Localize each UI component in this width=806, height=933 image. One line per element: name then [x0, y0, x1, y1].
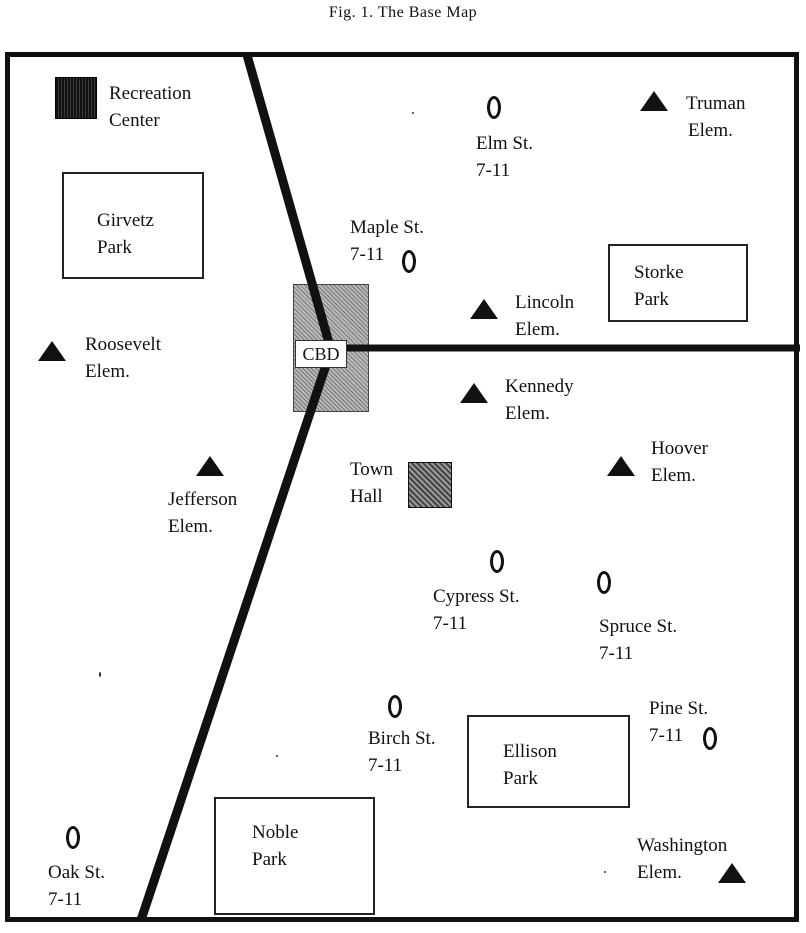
map-frame — [5, 52, 799, 922]
store-elm-label: Elm St.7-11 — [476, 133, 534, 181]
store-oak-icon — [66, 826, 80, 849]
store-spruce-label: Spruce St.7-11 — [599, 616, 678, 664]
speck — [412, 112, 414, 114]
store-birch-icon — [388, 695, 402, 718]
school-kennedy-icon — [460, 383, 488, 403]
cbd-label: CBD — [295, 340, 347, 368]
speck — [604, 871, 606, 873]
school-truman-icon — [640, 91, 668, 111]
store-cypress-icon — [490, 550, 504, 573]
road-south-diagonal — [136, 348, 336, 922]
store-maple-icon — [402, 250, 416, 273]
store-cypress-label: Cypress St.7-11 — [433, 586, 520, 634]
figure-caption: Fig. 1. The Base Map — [328, 4, 478, 21]
store-birch-label: Birch St.7-11 — [368, 728, 436, 776]
speck — [99, 672, 101, 677]
store-pine-icon — [703, 727, 717, 750]
recreation-center-icon — [55, 77, 97, 119]
school-hoover-icon — [607, 456, 635, 476]
store-elm-icon — [487, 96, 501, 119]
school-washington-icon — [718, 863, 746, 883]
road-north-diagonal — [242, 53, 336, 352]
store-spruce-icon — [597, 571, 611, 594]
store-oak-label: Oak St.7-11 — [48, 862, 105, 910]
school-roosevelt-icon — [38, 341, 66, 361]
town-hall-icon — [408, 462, 452, 508]
store-pine-label: Pine St.7-11 — [649, 698, 709, 746]
store-maple-label: Maple St.7-11 — [350, 217, 424, 265]
school-lincoln-icon — [470, 299, 498, 319]
school-jefferson-icon — [196, 456, 224, 476]
speck — [276, 755, 278, 757]
